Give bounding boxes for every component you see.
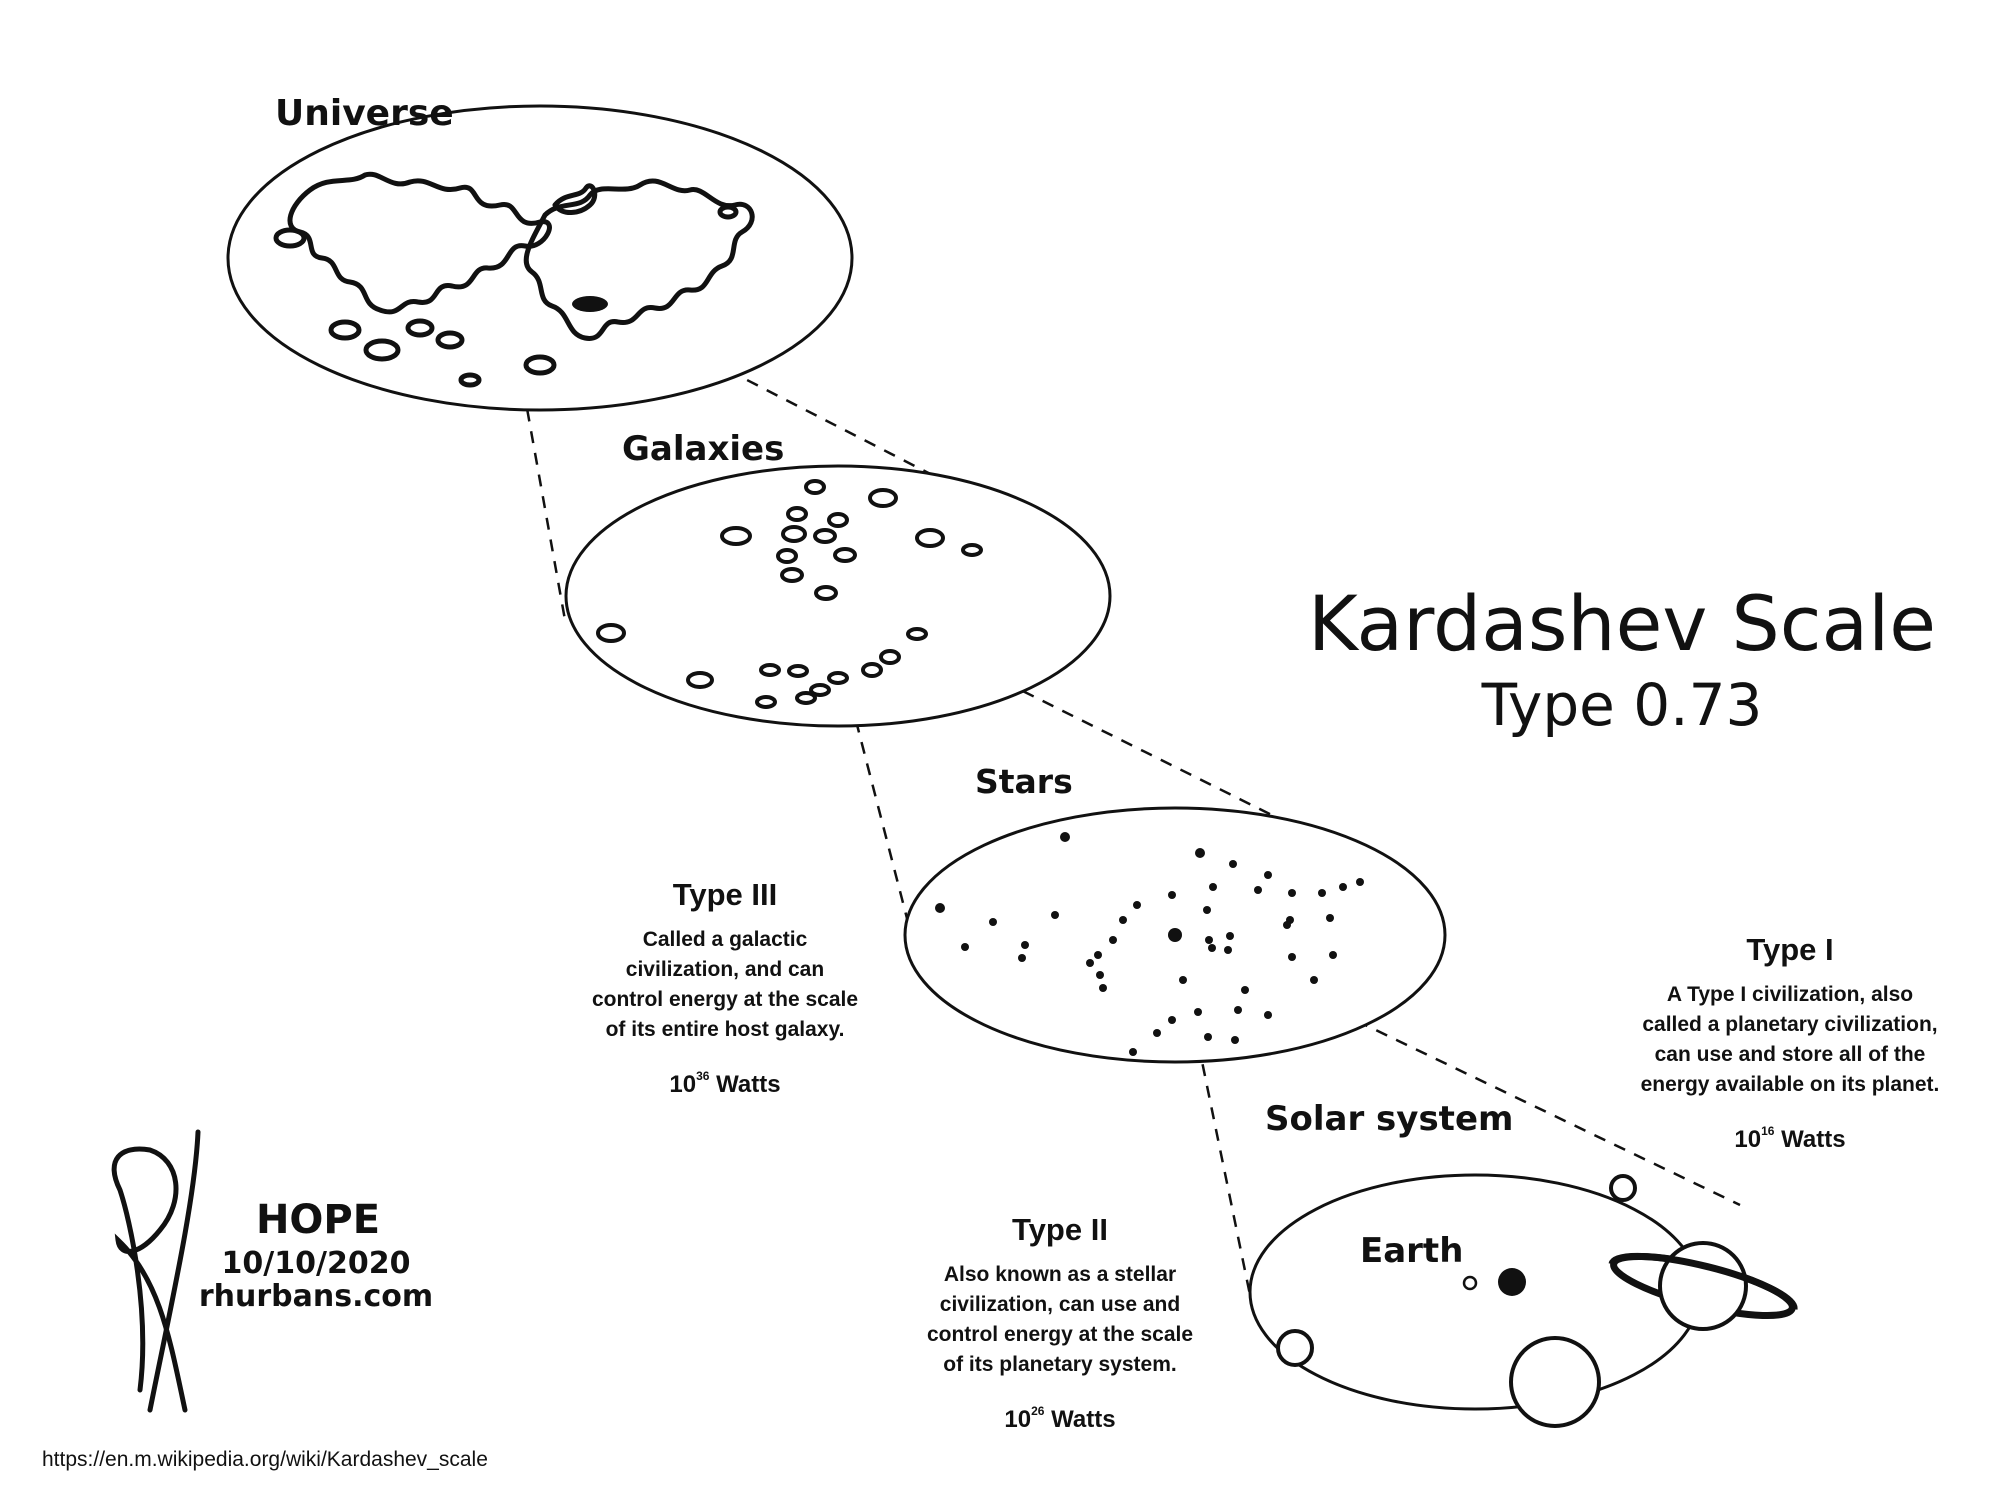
- zoom-line-star-left: [1174, 934, 1252, 1296]
- type1-line-3: can use and store all of the: [1654, 1043, 1926, 1066]
- signature-name: HOPE: [256, 1197, 380, 1243]
- type1-power: 1016 Watts: [1734, 1124, 1846, 1153]
- zoom-line-galaxy-left: [821, 592, 912, 931]
- type1-line-1: A Type I civilization, also: [1666, 983, 1914, 1006]
- type1-line-2: called a planetary civilization,: [1642, 1013, 1938, 1036]
- type2-power: 1026 Watts: [1004, 1404, 1116, 1433]
- universe-web-icon: [273, 171, 755, 388]
- type2-title: Type II: [1012, 1212, 1108, 1247]
- type2-line-4: of its planetary system.: [943, 1353, 1177, 1376]
- solar-system-ellipse: [1248, 1173, 1702, 1411]
- universe-label: Universe: [275, 93, 454, 134]
- galaxies-panel: [564, 464, 1112, 728]
- earth-label: Earth: [1360, 1231, 1463, 1271]
- sun-icon: [1498, 1268, 1526, 1296]
- source-url: https://en.m.wikipedia.org/wiki/Kardashe…: [42, 1448, 488, 1471]
- universe-ellipse: [226, 104, 854, 412]
- stars-label: Stars: [975, 762, 1073, 801]
- saturn-icon: [1608, 1241, 1798, 1331]
- signature-mark-icon: [111, 1129, 201, 1413]
- type2-line-2: civilization, can use and: [939, 1293, 1181, 1316]
- type3-line-1: Called a galactic: [642, 928, 808, 951]
- planet-left-icon: [1276, 1329, 1314, 1367]
- diagram-subtitle: Type 0.73: [1481, 671, 1763, 739]
- type3-line-4: of its entire host galaxy.: [605, 1018, 845, 1041]
- zoom-line-universe-left: [498, 257, 567, 621]
- type3-line-3: control energy at the scale: [591, 988, 859, 1011]
- star-dots-icon: [935, 832, 1364, 1056]
- zoom-line-universe-right: [707, 358, 986, 504]
- signature-date: 10/10/2020: [222, 1246, 411, 1281]
- earth-dot-icon: [1462, 1275, 1478, 1291]
- type2-line-3: control energy at the scale: [926, 1323, 1194, 1346]
- solar-system-panel: [1248, 1173, 1798, 1428]
- planet-small-top-icon: [1609, 1174, 1637, 1202]
- type3-power: 1036 Watts: [669, 1069, 781, 1098]
- zoom-line-star-right: [1177, 933, 1741, 1207]
- galaxy-cluster-icons: [596, 479, 983, 709]
- signature-site: rhurbans.com: [199, 1279, 433, 1314]
- diagram-title: Kardashev Scale: [1308, 579, 1936, 668]
- type2-line-1: Also known as a stellar: [943, 1263, 1177, 1286]
- type3-line-2: civilization, and can: [625, 958, 825, 981]
- universe-panel: [226, 104, 854, 412]
- solar-system-label: Solar system: [1265, 1099, 1513, 1139]
- universe-blob-icon: [572, 296, 608, 312]
- type3-info: Type III Called a galactic civilization,…: [560, 877, 890, 1099]
- type3-title: Type III: [672, 877, 778, 912]
- zoom-lines: [498, 257, 1741, 1296]
- type1-info: Type I A Type I civilization, also calle…: [1605, 932, 1975, 1154]
- type2-info: Type II Also known as a stellar civiliza…: [895, 1212, 1225, 1434]
- galaxies-ellipse: [564, 464, 1112, 728]
- stars-panel: [903, 806, 1447, 1064]
- type1-line-4: energy available on its planet.: [1640, 1073, 1940, 1096]
- type1-title: Type I: [1746, 932, 1834, 967]
- galaxies-label: Galaxies: [622, 429, 784, 469]
- planet-large-icon: [1509, 1336, 1601, 1428]
